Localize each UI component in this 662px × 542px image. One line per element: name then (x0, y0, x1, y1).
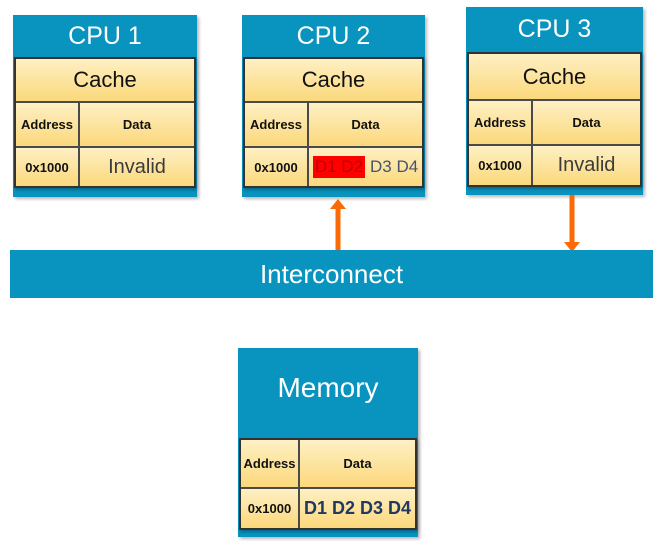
cpu2-cache-line-data: D1 D2 D3 D4 (309, 148, 422, 186)
cpu1-cache-label: Cache (73, 67, 137, 92)
cpu1-cache-line-row: 0x1000 Invalid (16, 146, 194, 186)
cpu1-block: CPU 1 Cache Address Data 0x1000 Invalid (13, 15, 197, 197)
cpu2-cache-line-address: 0x1000 (245, 148, 309, 186)
cpu3-interconnect-arrow-down (563, 195, 580, 252)
cpu2-title: CPU 2 (296, 21, 371, 50)
cpu1-cache-header: Cache (16, 59, 194, 101)
cpu1-cache-line-address: 0x1000 (16, 148, 80, 186)
cpu2-cache-header: Cache (245, 59, 422, 101)
arrow-shaft (335, 207, 340, 250)
cpu1-address-column-header: Address (16, 103, 80, 146)
arrow-up-icon (329, 199, 346, 209)
memory-line-address: 0x1000 (241, 489, 300, 528)
cpu3-cache-line-row: 0x1000 Invalid (469, 144, 640, 185)
cpu2-data-column-header: Data (351, 117, 380, 132)
cpu2-block: CPU 2 Cache Address Data 0x1000 D1 D2 D3… (242, 15, 425, 197)
cpu2-cache-table: Cache Address Data 0x1000 D1 D2 D3 D4 (243, 57, 424, 188)
memory-column-header-row: Address Data (241, 440, 415, 487)
cpu1-title: CPU 1 (68, 21, 142, 50)
memory-line-row: 0x1000 D1 D2 D3 D4 (241, 487, 415, 528)
cpu2-address-column-header: Address (245, 103, 309, 146)
interconnect-bar: Interconnect (10, 250, 653, 298)
cpu3-cache-table: Cache Address Data 0x1000 Invalid (467, 52, 642, 187)
cpu2-cache-label: Cache (301, 67, 366, 92)
cpu2-cache-line-row: 0x1000 D1 D2 D3 D4 (245, 146, 422, 186)
memory-table: Address Data 0x1000 D1 D2 D3 D4 (239, 438, 417, 530)
memory-block: Memory Address Data 0x1000 D1 D2 D3 D4 (238, 348, 418, 537)
arrow-shaft (569, 195, 574, 244)
memory-title: Memory (277, 372, 379, 403)
cpu2-dirty-words-highlight: D1 D2 (312, 156, 365, 178)
cpu3-cache-header: Cache (469, 54, 640, 99)
cpu2-column-header-row: Address Data (245, 101, 422, 146)
memory-line-data: D1 D2 D3 D4 (303, 498, 412, 518)
cpu2-interconnect-arrow-up (329, 199, 346, 250)
cpu3-cache-line-data: Invalid (557, 154, 616, 176)
arrow-down-icon (563, 242, 580, 252)
cpu3-cache-line-address: 0x1000 (469, 146, 533, 185)
cpu3-address-column-header: Address (469, 101, 533, 144)
cpu1-cache-table: Cache Address Data 0x1000 Invalid (14, 57, 196, 188)
cpu1-data-column-header: Data (122, 117, 152, 132)
cpu3-cache-label: Cache (522, 63, 587, 89)
memory-address-column-header: Address (241, 440, 300, 487)
cpu1-column-header-row: Address Data (16, 101, 194, 146)
interconnect-label: Interconnect (259, 258, 404, 289)
cpu2-clean-words: D3 D4 (370, 157, 419, 176)
cpu3-data-column-header: Data (572, 115, 601, 130)
cpu3-column-header-row: Address Data (469, 99, 640, 144)
cpu3-title: CPU 3 (517, 15, 592, 43)
memory-data-column-header: Data (343, 456, 372, 471)
cpu1-cache-line-data: Invalid (108, 155, 166, 178)
cpu3-block: CPU 3 Cache Address Data 0x1000 Invalid (466, 7, 643, 195)
